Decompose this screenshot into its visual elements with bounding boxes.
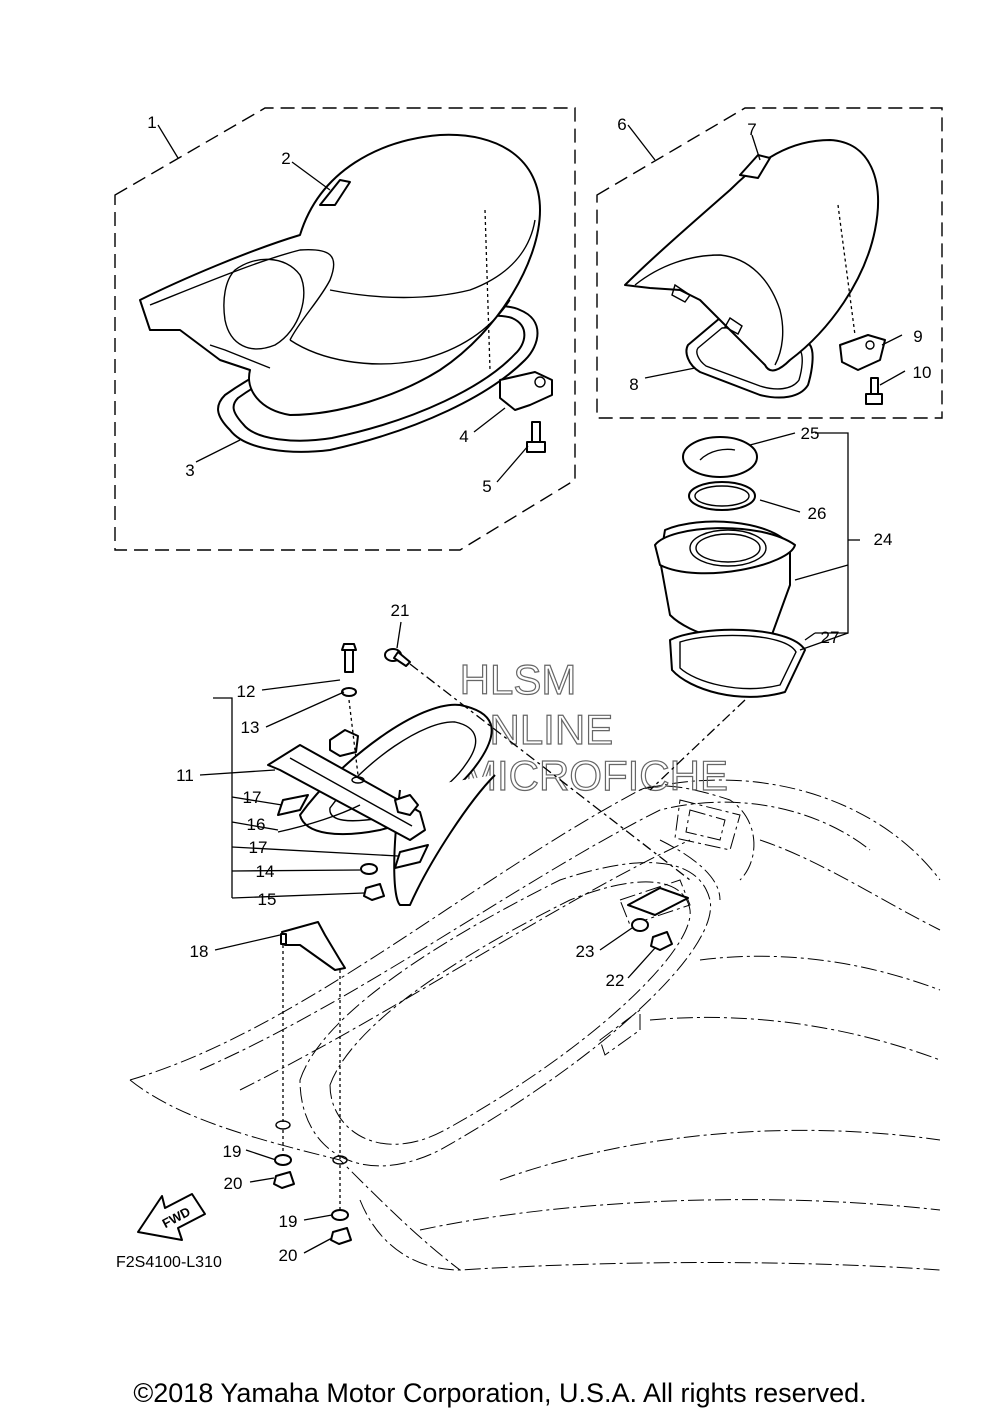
callout-labels: 1 2 3 4 5 6 7 8 9 10 11 12 13 14 15 16 1… xyxy=(147,113,931,1265)
callout-27: 27 xyxy=(821,628,840,647)
callout-14: 14 xyxy=(256,862,275,881)
callout-4: 4 xyxy=(459,427,468,446)
handle-bar xyxy=(267,744,426,841)
handle-pad-right xyxy=(394,844,429,869)
rear-seat-strap xyxy=(739,154,771,179)
callout-17-b: 17 xyxy=(249,838,268,857)
callout-6: 6 xyxy=(617,115,626,134)
nut-right xyxy=(330,1227,352,1245)
callout-19-a: 19 xyxy=(223,1142,242,1161)
fwd-arrow-icon: FWD xyxy=(137,1193,206,1241)
callout-11: 11 xyxy=(176,766,194,785)
callout-13: 13 xyxy=(241,718,260,737)
handle-bolt xyxy=(341,643,357,673)
copyright-notice: ©2018 Yamaha Motor Corporation, U.S.A. A… xyxy=(133,1378,867,1408)
grab-handle-assembly xyxy=(267,643,691,1245)
front-seat-hook xyxy=(499,371,553,411)
front-seat-dashed-box xyxy=(114,107,576,551)
rear-seat-group xyxy=(596,107,943,419)
front-seat-group xyxy=(114,107,576,551)
callout-1: 1 xyxy=(147,113,156,132)
front-seat-strap xyxy=(319,179,351,206)
callout-3: 3 xyxy=(185,461,194,480)
callout-8: 8 xyxy=(629,375,638,394)
rear-seat-body xyxy=(624,139,879,372)
callout-23: 23 xyxy=(576,942,595,961)
callout-20-b: 20 xyxy=(279,1246,298,1265)
hull-outline xyxy=(129,779,941,1271)
callout-25: 25 xyxy=(801,424,820,443)
deck-screw xyxy=(384,648,411,667)
watermark-line-1: HLSM xyxy=(460,656,577,703)
reference-code: F2S4100-L310 xyxy=(116,1254,222,1271)
handle-washer xyxy=(341,687,357,697)
leader-lines xyxy=(157,124,906,1254)
deck-nut xyxy=(650,931,673,951)
callout-19-b: 19 xyxy=(279,1212,298,1231)
callout-22: 22 xyxy=(606,971,625,990)
bucket-cap-seal xyxy=(688,481,756,511)
watermark-line-3: MICROFICHE xyxy=(462,752,728,799)
rear-seat-bolt xyxy=(865,377,883,405)
callout-10: 10 xyxy=(913,363,932,382)
callout-5: 5 xyxy=(482,477,491,496)
bucket-gasket xyxy=(669,628,806,698)
handle-nut xyxy=(363,883,385,901)
rear-seat-dashed-box xyxy=(596,107,943,419)
callout-9: 9 xyxy=(913,327,922,346)
washer-left xyxy=(274,1154,292,1166)
callout-7: 7 xyxy=(747,120,756,139)
callout-16: 16 xyxy=(247,815,266,834)
handle-washer-lower xyxy=(360,863,378,875)
callout-26: 26 xyxy=(808,504,827,523)
washer-right xyxy=(331,1209,349,1221)
bucket-cap xyxy=(682,436,758,478)
callout-15: 15 xyxy=(258,890,277,909)
rear-seat-hook xyxy=(839,334,886,371)
callout-18: 18 xyxy=(190,942,209,961)
storage-bucket-assembly xyxy=(649,436,806,791)
nut-left xyxy=(273,1171,295,1189)
front-seat-bolt xyxy=(526,421,546,453)
deck-washer xyxy=(631,918,649,932)
deck-pad xyxy=(627,887,689,916)
bracket xyxy=(281,921,346,971)
callout-17-a: 17 xyxy=(243,788,262,807)
callout-20-a: 20 xyxy=(224,1174,243,1193)
callout-21: 21 xyxy=(391,601,410,620)
callout-2: 2 xyxy=(281,149,290,168)
callout-24: 24 xyxy=(874,530,893,549)
handle-pad-left xyxy=(277,794,309,816)
callout-12: 12 xyxy=(237,682,256,701)
